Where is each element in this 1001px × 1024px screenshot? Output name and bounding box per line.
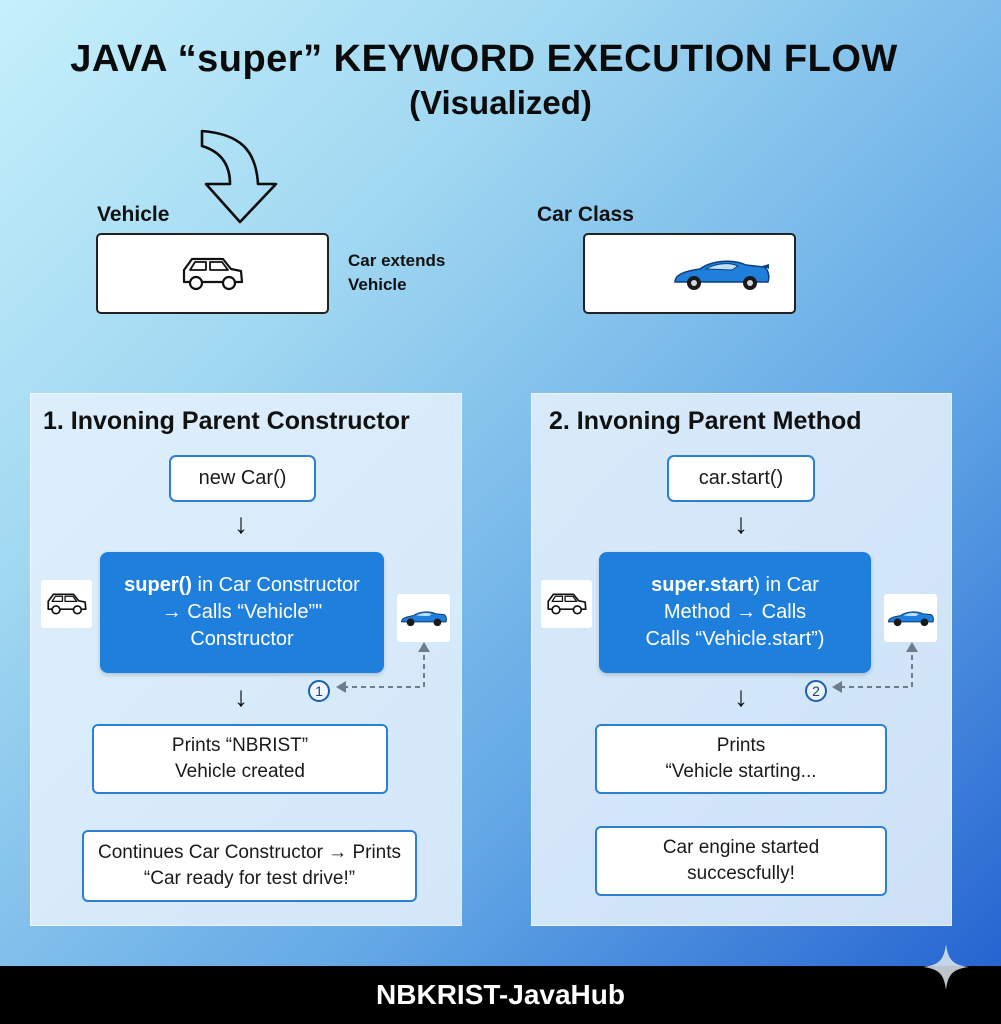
- extends-line-2: Vehicle: [348, 275, 407, 294]
- card1-line2: → Calls “Vehicle”": [161, 601, 323, 623]
- footer-brand: NBKRIST-JavaHub: [376, 979, 625, 1010]
- vehicle-starting-output: Prints “Vehicle starting...: [595, 724, 887, 794]
- dashed-return-arrow: [336, 642, 430, 693]
- continue-line1: Continues Car Constructor → Prints: [97, 842, 402, 863]
- output1-line2: Vehicle created: [175, 761, 305, 782]
- panel2-title: 2. Invoning Parent Method: [549, 407, 862, 435]
- down-arrow-icon: ↓: [234, 681, 248, 712]
- dashed-return-arrow: [832, 642, 918, 693]
- sports-car-icon: [400, 611, 447, 627]
- suv-outline-icon: [46, 593, 87, 615]
- card2-line1-rest: ) in Car: [753, 574, 819, 596]
- continue-line2: “Car ready for test drive!”: [143, 868, 356, 889]
- card1-line3: Constructor: [190, 628, 294, 650]
- sparkle-icon: [923, 944, 969, 990]
- card1-line1: super() in Car Constructor: [124, 572, 360, 599]
- continue-constructor-output: Continues Car Constructor → Prints “Car …: [82, 830, 417, 902]
- engine-started-output: Car engine started succescfully!: [595, 826, 887, 896]
- result-line1: Car engine started: [662, 837, 820, 858]
- diagram-title: JAVA “super” KEYWORD EXECUTION FLOW: [70, 38, 898, 80]
- card2-line1: super.start) in Car: [651, 572, 819, 599]
- step-number-1: 1: [308, 680, 330, 702]
- down-arrow-icon: ↓: [734, 681, 748, 712]
- diagram-subtitle: (Visualized): [409, 84, 592, 121]
- down-arrow-icon: ↓: [734, 508, 748, 539]
- card2-line2: Method → Calls: [663, 601, 807, 623]
- output1-line1: Prints “NBRIST”: [171, 735, 309, 756]
- result-line2: succescfully!: [687, 863, 795, 884]
- new-car-call: new Car(): [169, 455, 316, 502]
- super-method-card: super.start) in Car Method → Calls Calls…: [599, 552, 871, 673]
- down-arrow-icon: ↓: [234, 508, 248, 539]
- extends-note: Car extends Vehicle: [348, 249, 445, 297]
- card1-line1-rest: in Car Constructor: [191, 574, 360, 596]
- car-icon-tile: [397, 594, 450, 642]
- suv-outline-icon: [182, 257, 243, 290]
- curved-down-arrow-icon: [200, 129, 278, 224]
- sports-car-icon: [674, 260, 770, 290]
- vehicle-class-box: [96, 233, 329, 314]
- car-icon-tile: [884, 594, 937, 642]
- suv-outline-icon: [546, 593, 587, 615]
- footer-bar: NBKRIST-JavaHub: [0, 966, 1001, 1024]
- vehicle-icon-tile: [41, 580, 92, 628]
- car-start-call: car.start(): [667, 455, 815, 502]
- super-constructor-card: super() in Car Constructor → Calls “Vehi…: [100, 552, 384, 673]
- super-start-keyword: super.start: [651, 574, 754, 596]
- output2-line1: Prints: [716, 735, 766, 756]
- super-keyword: super(): [124, 574, 192, 596]
- vehicle-created-output: Prints “NBRIST” Vehicle created: [92, 724, 388, 794]
- sports-car-icon: [887, 611, 934, 627]
- extends-line-1: Car extends: [348, 251, 446, 270]
- panel1-title: 1. Invoning Parent Constructor: [43, 407, 410, 435]
- output2-line2: “Vehicle starting...: [665, 761, 817, 782]
- car-class-label: Car Class: [537, 203, 634, 226]
- vehicle-class-label: Vehicle: [97, 203, 170, 226]
- card2-line3: Calls “Vehicle.start”): [645, 628, 825, 650]
- step-number-2: 2: [805, 680, 827, 702]
- car-class-box: [583, 233, 796, 314]
- vehicle-icon-tile: [541, 580, 592, 628]
